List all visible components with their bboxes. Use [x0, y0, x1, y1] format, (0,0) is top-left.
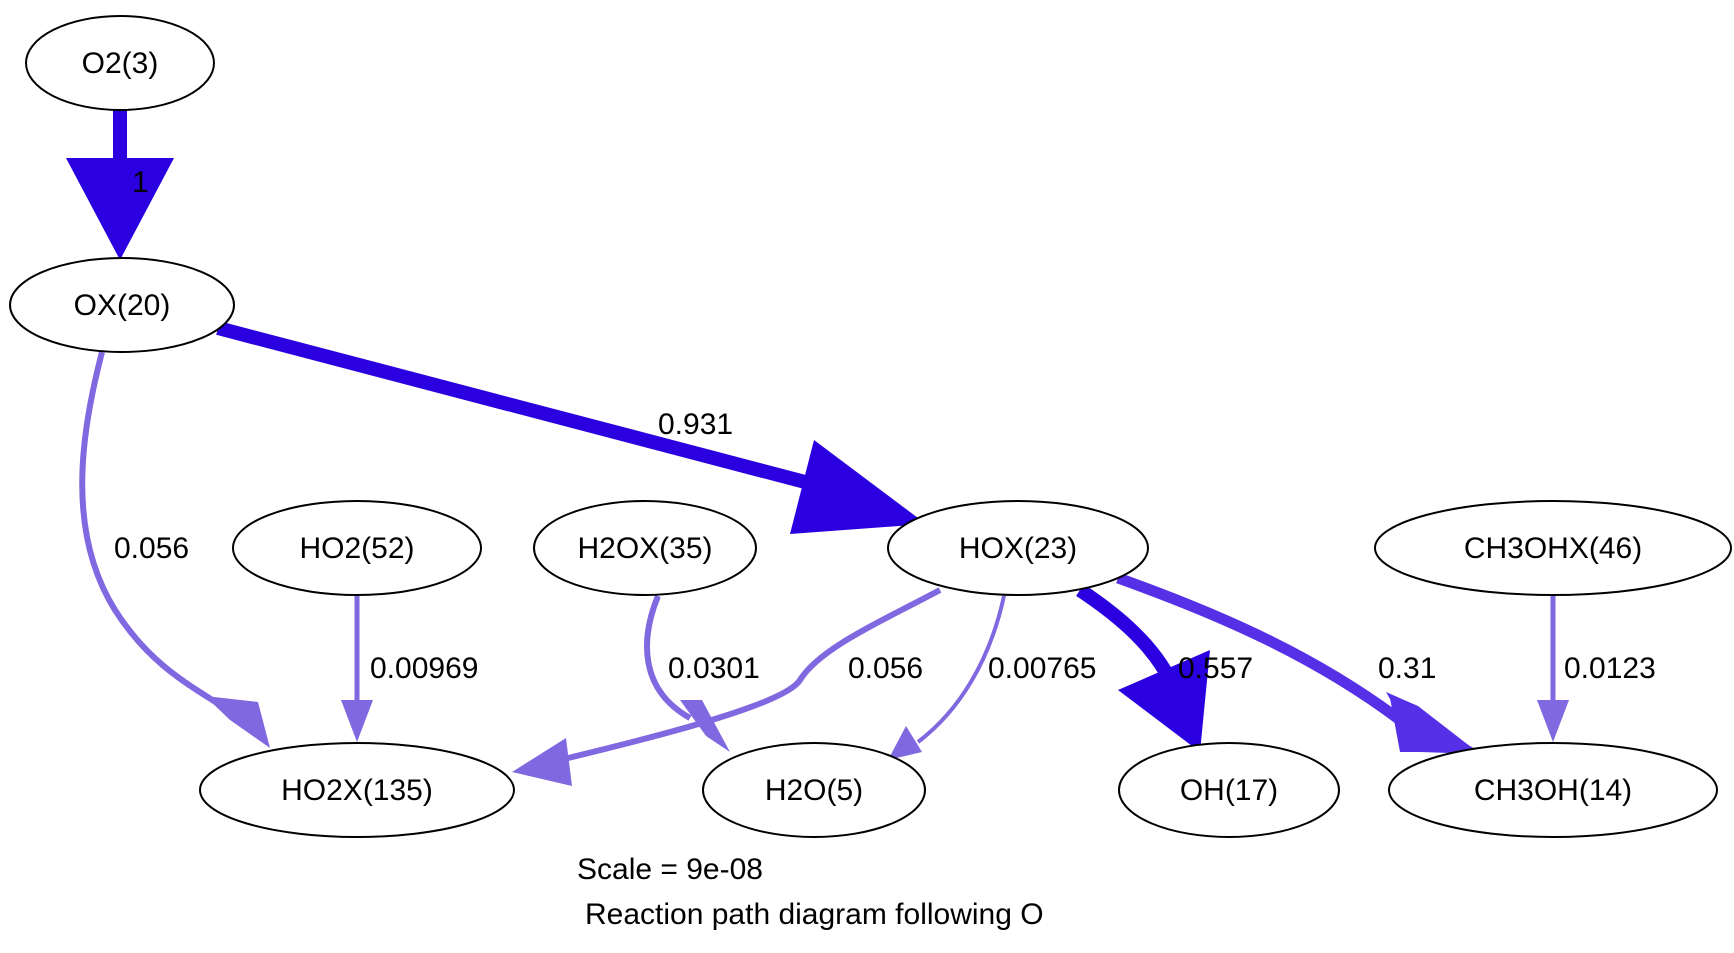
node-hox: HOX(23): [887, 500, 1149, 596]
edge-label-ox-ho2x: 0.056: [114, 532, 189, 565]
node-h2ox-label: H2OX(35): [577, 532, 712, 565]
node-ch3oh: CH3OH(14): [1388, 742, 1718, 838]
edge-hox-oh: [1076, 584, 1210, 752]
edge-label-hox-ch3oh: 0.31: [1378, 652, 1436, 685]
node-o2: O2(3): [25, 15, 215, 111]
node-ch3oh-label: CH3OH(14): [1474, 774, 1632, 807]
node-ox-label: OX(20): [74, 289, 171, 322]
edge-label-ch3ohx-ch3oh: 0.0123: [1564, 652, 1656, 685]
edge-hox-h2o: [888, 595, 1006, 760]
node-oh-label: OH(17): [1180, 774, 1278, 807]
edge-label-hox-h2o: 0.00765: [988, 652, 1096, 685]
node-ho2-label: HO2(52): [299, 532, 414, 565]
node-hox-label: HOX(23): [959, 532, 1077, 565]
edge-hox-ch3oh: [1116, 572, 1480, 754]
edge-ho2-ho2x: [341, 596, 373, 742]
node-ho2: HO2(52): [232, 500, 482, 596]
edge-label-o2-ox: 1: [132, 166, 149, 199]
node-oh: OH(17): [1118, 742, 1340, 838]
node-ho2x-label: HO2X(135): [281, 774, 433, 807]
edge-label-ho2-ho2x: 0.00969: [370, 652, 478, 685]
edge-o2-ox: [66, 110, 174, 260]
node-ox: OX(20): [9, 257, 235, 353]
node-h2ox: H2OX(35): [533, 500, 757, 596]
edge-label-hox-ho2x: 0.056: [848, 652, 923, 685]
node-o2-label: O2(3): [82, 47, 159, 80]
edge-label-ox-hox: 0.931: [658, 408, 733, 441]
node-ch3ohx-label: CH3OHX(46): [1464, 532, 1642, 565]
node-h2o-label: H2O(5): [765, 774, 863, 807]
edge-h2ox-h2o: [644, 594, 730, 752]
scale-label: Scale = 9e-08: [577, 853, 763, 886]
node-ch3ohx: CH3OHX(46): [1374, 500, 1732, 596]
edge-ox-hox: [216, 321, 926, 534]
edge-ox-ho2x: [79, 351, 270, 748]
diagram-caption: Reaction path diagram following O: [585, 898, 1044, 931]
node-h2o: H2O(5): [702, 742, 926, 838]
edge-ch3ohx-ch3oh: [1537, 596, 1569, 742]
edge-label-hox-oh: 0.557: [1178, 652, 1253, 685]
node-ho2x: HO2X(135): [199, 742, 515, 838]
edge-hox-ho2x: [512, 587, 942, 786]
edge-label-h2ox-h2o: 0.0301: [668, 652, 760, 685]
